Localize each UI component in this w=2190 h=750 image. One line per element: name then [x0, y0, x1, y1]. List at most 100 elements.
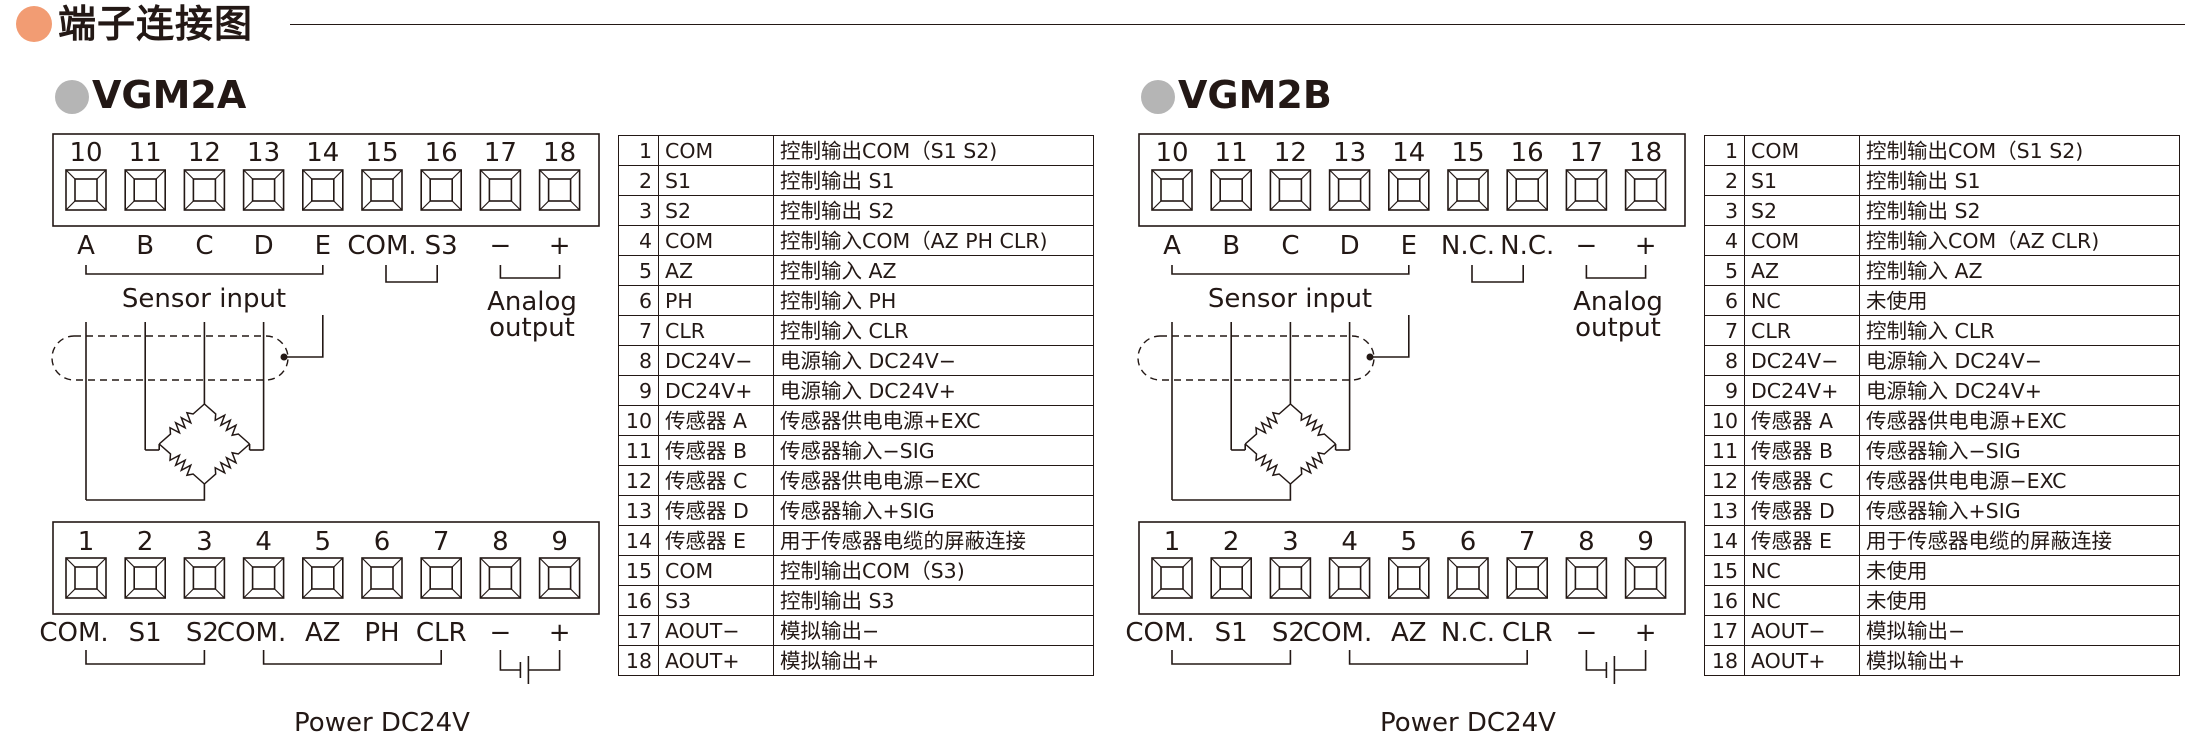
terminal-screw-icon: [479, 557, 522, 599]
terminal-description-cell: 未使用: [1859, 555, 2180, 586]
screw-corner: [96, 200, 107, 211]
screw-corner: [392, 200, 403, 211]
terminal-screw-icon: [420, 557, 463, 599]
terminal-signal-cell: AOUT−: [1744, 615, 1860, 646]
screw-corner: [333, 169, 344, 180]
terminal-number: 1: [1164, 527, 1181, 557]
screw-corner: [302, 588, 313, 599]
screw-outer: [1506, 557, 1549, 599]
screw-outer: [65, 169, 107, 211]
screw-corner: [124, 588, 135, 599]
terminal-number-cell: 15: [1704, 555, 1745, 586]
terminal-description-cell: 控制输出COM（S1 S2): [773, 135, 1094, 166]
terminal-label: −: [490, 618, 512, 648]
screw-outer: [301, 557, 344, 599]
screw-corner: [1210, 169, 1221, 180]
resistor-icon: [203, 403, 251, 445]
screw-corner: [420, 200, 431, 211]
screw-corner: [1478, 588, 1489, 599]
screw-corner: [214, 200, 225, 211]
terminal-signal-cell: COM: [658, 555, 774, 586]
terminal-screw-icon: [479, 169, 522, 211]
screw-outer: [1328, 557, 1371, 599]
terminal-number: 1: [78, 527, 95, 557]
analog-label: output: [489, 313, 575, 343]
screw-inner: [1574, 178, 1599, 202]
screw-corner: [479, 557, 490, 568]
terminal-label: S1: [1215, 618, 1248, 648]
resistor-icon: [203, 443, 251, 485]
terminal-screw-icon: [301, 169, 344, 211]
terminal-number-cell: 18: [618, 645, 659, 676]
screw-inner: [488, 566, 513, 590]
screw-corner: [451, 557, 462, 568]
terminal-label: S1: [129, 618, 162, 648]
screw-corner: [1596, 557, 1607, 568]
screw-corner: [274, 557, 285, 568]
terminal-screw-icon: [1328, 169, 1371, 211]
terminal-label: +: [549, 231, 571, 261]
wire-a-node: [86, 484, 206, 501]
screw-corner: [183, 557, 194, 568]
terminal-signal-cell: AZ: [1744, 255, 1860, 286]
screw-corner: [1656, 557, 1667, 568]
screw-corner: [1447, 557, 1458, 568]
screw-corner: [361, 200, 372, 211]
terminal-label: B: [136, 231, 154, 261]
terminal-label: AZ: [1391, 618, 1427, 648]
screw-corner: [274, 588, 285, 599]
screw-outer: [1387, 169, 1430, 211]
screw-corner: [1506, 169, 1517, 180]
output-bracket: [85, 650, 206, 665]
terminal-signal-cell: DC24V+: [1744, 375, 1860, 406]
screw-corner: [1447, 588, 1458, 599]
terminal-number-cell: 5: [618, 255, 659, 286]
screw-corner: [1241, 169, 1252, 180]
terminal-label: −: [490, 231, 512, 261]
screw-corner: [243, 200, 254, 211]
terminal-screw-icon: [1387, 169, 1430, 211]
screw-corner: [539, 200, 550, 211]
terminal-description-cell: 电源输入 DC24V−: [773, 345, 1094, 376]
terminal-signal-cell: DC24V−: [1744, 345, 1860, 376]
terminal-label: +: [1635, 618, 1657, 648]
sensor-bracket: [1171, 265, 1410, 275]
terminal-number-cell: 2: [1704, 165, 1745, 196]
terminal-description-cell: 未使用: [1859, 585, 2180, 616]
terminal-label: PH: [364, 618, 399, 648]
terminal-number-cell: 12: [1704, 465, 1745, 496]
terminal-description-cell: 传感器供电电源−EXC: [1859, 465, 2180, 496]
screw-corner: [1656, 169, 1667, 180]
terminal-number-cell: 12: [618, 465, 659, 496]
terminal-signal-cell: 传感器 D: [658, 495, 774, 526]
sensor-input-label: Sensor input: [1208, 284, 1372, 314]
terminal-screw-icon: [1387, 557, 1430, 599]
terminal-signal-cell: S2: [1744, 195, 1860, 226]
screw-inner: [1160, 178, 1184, 202]
screw-outer: [124, 169, 166, 211]
model-bullet-icon: [1141, 80, 1175, 114]
screw-corner: [479, 169, 490, 180]
screw-corner: [183, 200, 194, 211]
terminal-label: B: [1222, 231, 1240, 261]
terminal-description-cell: 电源输入 DC24V−: [1859, 345, 2180, 376]
terminal-number: 7: [433, 527, 450, 557]
screw-corner: [1478, 169, 1489, 180]
screw-inner: [1219, 178, 1243, 202]
terminal-number: 10: [69, 138, 102, 168]
terminal-signal-cell: NC: [1744, 555, 1860, 586]
screw-corner: [361, 588, 372, 599]
screw-corner: [539, 588, 550, 599]
terminal-number: 5: [1401, 527, 1418, 557]
terminal-number-cell: 6: [618, 285, 659, 316]
screw-corner: [1151, 200, 1162, 211]
screw-corner: [1360, 169, 1371, 180]
terminal-signal-cell: NC: [1744, 285, 1860, 316]
